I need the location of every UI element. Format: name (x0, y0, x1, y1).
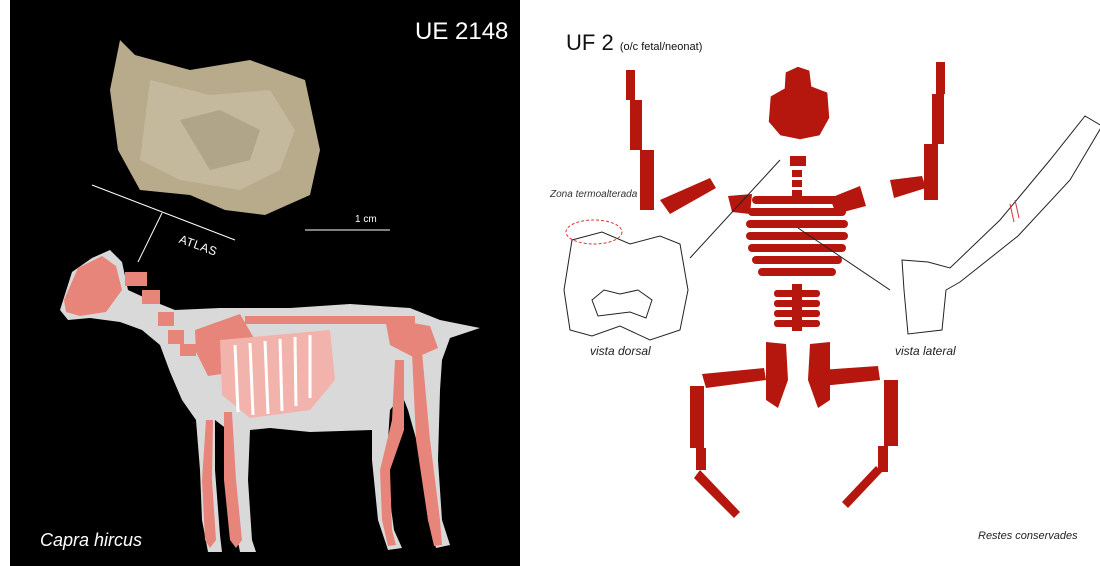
uf-title-main: UF 2 (566, 30, 614, 55)
left-hindlimb (690, 368, 766, 518)
atlas-dorsal-outline (564, 232, 688, 340)
left-forelimb (626, 70, 752, 214)
right-hindlimb (820, 366, 898, 508)
legend-label: Restes conservades (978, 530, 1078, 542)
view-dorsal-label: vista dorsal (590, 344, 651, 358)
uf-subtitle: (o/c fetal/neonat) (620, 41, 703, 53)
right-forelimb (830, 62, 945, 214)
uf-title: UF 2 (o/c fetal/neonat) (566, 30, 702, 56)
pelvis (766, 342, 788, 408)
skeleton-panel: UF 2 (o/c fetal/neonat) Zona termoaltera… (530, 0, 1100, 566)
view-lateral-label: vista lateral (895, 344, 956, 358)
goat-panel: UE 2148 1 cm ATLAS Capra hircus (10, 0, 520, 566)
species-label: Capra hircus (40, 530, 142, 551)
scale-label: 1 cm (355, 214, 377, 225)
goat-illustration (10, 0, 520, 566)
sample-label: UE 2148 (415, 18, 508, 46)
skull (768, 66, 830, 140)
skeleton-diagram (530, 0, 1100, 566)
rib-cage (746, 196, 848, 276)
thermal-zone-label: Zona termoalterada (550, 188, 640, 201)
